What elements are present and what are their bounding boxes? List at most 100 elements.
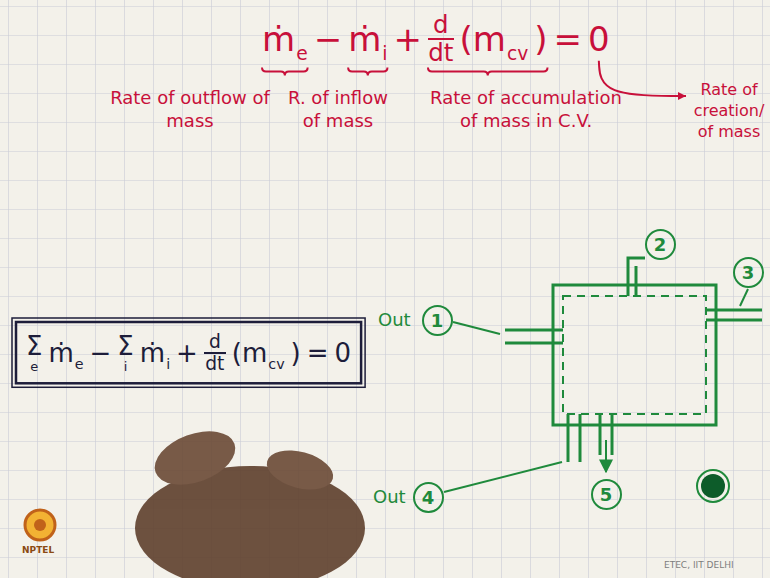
port-number-circle: 2	[645, 229, 676, 260]
port-number: 1	[431, 310, 444, 331]
equation-symbol: dt	[205, 354, 224, 374]
equation-symbol: (m	[460, 19, 506, 59]
logo-ring	[25, 510, 55, 540]
equation-box	[16, 322, 361, 383]
port-label: Out	[373, 485, 406, 508]
pipe-4	[567, 414, 570, 462]
equation-symbol: i	[166, 356, 170, 372]
annotation: Rate of outflow of mass	[106, 86, 274, 133]
pipe-3	[706, 319, 762, 322]
equation-symbol: e	[75, 356, 84, 372]
underbrace	[348, 67, 387, 75]
annotation: Rate of creation/ of mass	[692, 80, 766, 142]
pipe-5	[611, 414, 614, 455]
equation-term: =	[307, 338, 329, 368]
control-volume-wall	[553, 285, 716, 425]
finger-shape	[262, 444, 337, 496]
nptel-logo	[25, 510, 55, 540]
arrowhead	[678, 92, 686, 100]
leader-line	[453, 322, 500, 334]
scribble-circle	[697, 470, 729, 502]
pipe-1	[505, 342, 563, 345]
pipe-2	[628, 258, 645, 296]
equation-symbol: i	[124, 360, 128, 373]
equation-symbol: ṁ	[48, 338, 73, 368]
equation-symbol: +	[393, 19, 422, 59]
equation-term: Σi	[117, 333, 133, 373]
port-number-circle: 3	[733, 257, 764, 288]
equation-term: =	[554, 19, 583, 59]
leader-line	[444, 462, 562, 492]
equation-symbol: ṁ	[140, 338, 165, 368]
equation-symbol: i	[382, 43, 387, 64]
annotation: Rate of accumulation of mass in C.V.	[428, 86, 624, 133]
equation-symbol: 0	[588, 19, 610, 59]
logo-core	[34, 519, 46, 531]
port-label: Out	[378, 308, 411, 331]
equation-term: 0	[588, 19, 610, 59]
pipe-4	[579, 414, 582, 462]
equation-symbol: cv	[507, 43, 528, 64]
equation-symbol: e	[30, 360, 38, 373]
pipe-1	[505, 329, 563, 332]
equation-symbol: dt	[428, 40, 453, 66]
equation-symbol: ṁ	[262, 19, 295, 59]
logo-text: NPTEL	[22, 545, 54, 557]
equation-symbol: =	[307, 338, 329, 368]
equation-term: ṁe	[262, 19, 308, 59]
equation: Σeṁe−Σiṁi+ddt(mcv)=0	[26, 332, 351, 373]
presenter-hand	[135, 421, 365, 578]
equation-symbol: Σ	[26, 333, 42, 359]
equation-symbol: )	[534, 19, 547, 59]
port-number-circle: 4	[413, 482, 444, 513]
equation-term: ṁi	[348, 19, 387, 59]
equation-term: (mcv	[460, 19, 529, 59]
equation-symbol: +	[176, 338, 198, 368]
equation-symbol: −	[314, 19, 343, 59]
leader-line	[740, 289, 748, 306]
equation-box	[12, 318, 365, 387]
pipe-2	[635, 266, 638, 296]
equation-symbol: cv	[268, 356, 284, 372]
underbrace	[428, 67, 548, 75]
port-number-circle: 1	[422, 305, 453, 336]
control-surface	[563, 296, 706, 414]
port-number: 3	[742, 262, 755, 283]
equation-symbol: =	[554, 19, 583, 59]
scribble-fill	[701, 474, 725, 498]
equation-symbol: (m	[232, 338, 267, 368]
port-number: 4	[422, 487, 435, 508]
equation-term: ddt	[204, 332, 226, 373]
equation-symbol: d	[204, 332, 226, 354]
underbrace	[262, 67, 308, 75]
finger-shape	[147, 421, 242, 495]
equation: ṁe−ṁi+ddt(mcv)=0	[262, 12, 610, 65]
equation-term: ddt	[428, 12, 454, 65]
equation-symbol: 0	[335, 338, 352, 368]
port-number: 2	[654, 234, 667, 255]
equation-term: (mcv	[232, 338, 285, 368]
equation-symbol: −	[90, 338, 112, 368]
equation-term: −	[90, 338, 112, 368]
equation-symbol: )	[291, 338, 301, 368]
annotation: R. of inflow of mass	[282, 86, 394, 133]
equation-term: 0	[335, 338, 352, 368]
equation-symbol: Σ	[117, 333, 133, 359]
equation-term: ṁe	[48, 338, 83, 368]
equation-term: +	[176, 338, 198, 368]
equation-term: ṁi	[140, 338, 170, 368]
flow-arrow	[605, 440, 607, 472]
control-volume-sketch	[444, 258, 762, 502]
watermark: ETEC, IIT DELHI	[664, 560, 734, 572]
equation-term: Σe	[26, 333, 42, 373]
equation-term: +	[393, 19, 422, 59]
pipe-3	[706, 309, 762, 312]
equation-term: )	[291, 338, 301, 368]
equation-term: −	[314, 19, 343, 59]
port-number: 5	[600, 484, 613, 505]
equation-symbol: d	[428, 12, 454, 40]
equation-symbol: e	[296, 43, 308, 64]
equation-symbol: ṁ	[348, 19, 381, 59]
equation-term: )	[534, 19, 547, 59]
